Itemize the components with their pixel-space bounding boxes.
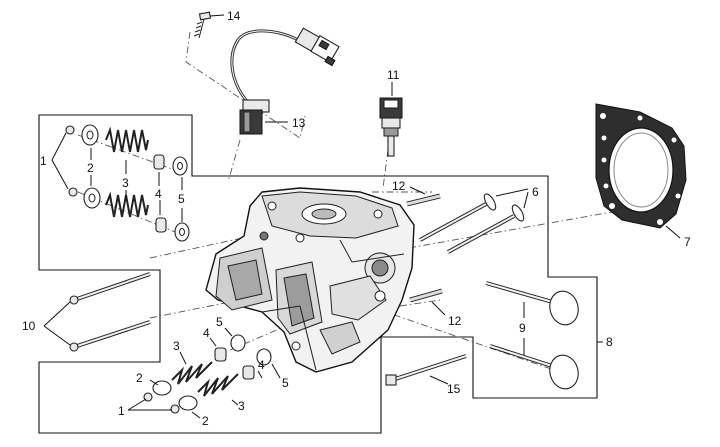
callout-label: 8: [606, 335, 613, 349]
callout-label: 3: [238, 399, 245, 413]
callout-label: 1: [118, 404, 125, 418]
cylinder-head: [205, 187, 415, 373]
valves-9: [485, 281, 579, 390]
callout-label: 11: [387, 68, 400, 82]
callout-label: 15: [447, 382, 461, 396]
assembly-frame: [38, 114, 598, 434]
callout-label: 2: [136, 371, 143, 385]
head-gasket-7: [595, 103, 687, 239]
sensor-cable-13: [230, 27, 340, 135]
valve-guides-6: [419, 188, 529, 254]
callout-label: 5: [178, 192, 185, 206]
callout-label: 14: [227, 9, 241, 23]
callout-label: 4: [258, 358, 265, 372]
callout-label: 12: [392, 179, 406, 193]
sender-11: [379, 82, 403, 157]
callout-label: 5: [282, 376, 289, 390]
lower-valve-train: [127, 327, 281, 419]
callout-label: 9: [519, 321, 526, 335]
dowel-pins-12: [406, 186, 446, 316]
callout-labels: 14 13 11 12 12 6 7 8 9 10 15 1 2 3 4 5 1…: [22, 9, 691, 428]
upper-valve-train: [51, 124, 190, 242]
callout-label: 6: [532, 185, 539, 199]
screw-14: [193, 11, 225, 39]
callout-label: 2: [202, 414, 209, 428]
callout-label: 3: [173, 339, 180, 353]
callout-label: 3: [122, 176, 129, 190]
bolt-15: [385, 354, 467, 386]
callout-label: 12: [448, 314, 462, 328]
callout-label: 10: [22, 319, 36, 333]
callout-label: 13: [292, 116, 306, 130]
long-studs-10: [43, 272, 151, 352]
callout-label: 4: [155, 187, 162, 201]
callout-label: 7: [684, 235, 691, 249]
callout-label: 5: [216, 315, 223, 329]
callout-label: 1: [40, 154, 47, 168]
callout-label: 4: [203, 326, 210, 340]
callout-label: 2: [87, 161, 94, 175]
